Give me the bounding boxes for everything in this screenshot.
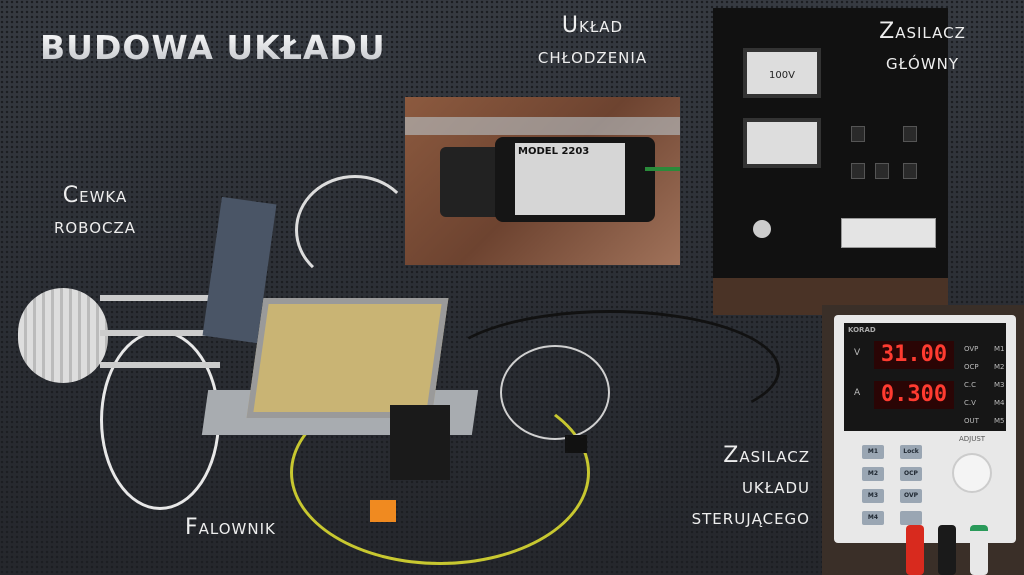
label-coil: Cewka robocza — [30, 180, 160, 242]
indicator: OVP — [964, 345, 979, 353]
switch — [903, 163, 917, 179]
ground-wire — [290, 380, 590, 565]
hose — [405, 117, 680, 135]
label-line: Cewka — [62, 183, 128, 208]
adjust-knob — [952, 453, 992, 493]
control-psu-photo: KORAD V A 31.00 0.300 OVP OCP C.C C.V OU… — [822, 305, 1024, 575]
label-main-psu: Zasilacz główny — [860, 16, 985, 78]
psu-brand: KORAD — [848, 326, 876, 334]
memory-indicator: M4 — [994, 399, 1005, 407]
switch — [851, 126, 865, 142]
current-display: 0.300 — [874, 381, 954, 409]
label-line: główny — [885, 50, 960, 75]
pump-photo: MODEL 2203 — [405, 97, 680, 265]
label-line: sterującego — [691, 505, 810, 530]
voltage-display: 31.00 — [874, 341, 954, 369]
work-coil — [18, 288, 108, 383]
fan — [390, 405, 450, 480]
switch — [875, 163, 889, 179]
label-line: Układ — [561, 13, 624, 38]
psu-button-m2: M2 — [862, 467, 884, 481]
black-terminal — [938, 525, 956, 575]
memory-indicator: M3 — [994, 381, 1005, 389]
adjust-label: ADJUST — [959, 435, 986, 443]
memory-indicator: M2 — [994, 363, 1005, 371]
slide-title: BUDOWA UKŁADU — [40, 28, 386, 67]
coil-lead — [100, 362, 220, 368]
label-line: układu — [741, 474, 810, 499]
black-wire — [440, 310, 780, 430]
voltmeter: 100V — [743, 48, 821, 98]
breaker-strip — [841, 218, 936, 248]
v-label: V — [854, 348, 861, 358]
white-wire — [295, 175, 415, 285]
psu-button-ocp: OCP — [900, 467, 922, 481]
small-module — [565, 435, 587, 453]
psu-button-m3: M3 — [862, 489, 884, 503]
label-line: chłodzenia — [537, 44, 648, 69]
pump-wire — [645, 167, 680, 171]
memory-indicator: M5 — [994, 417, 1005, 425]
psu-button-ovp: OVP — [900, 489, 922, 503]
psu-display: KORAD V A 31.00 0.300 OVP OCP C.C C.V OU… — [844, 323, 1006, 431]
indicator: C.V — [964, 399, 976, 407]
cable-gland — [753, 220, 771, 238]
pump-label: MODEL 2203 — [515, 143, 625, 215]
coil-lead — [100, 295, 220, 301]
psu-front-panel: KORAD V A 31.00 0.300 OVP OCP C.C C.V OU… — [834, 315, 1016, 575]
a-label: A — [854, 388, 861, 398]
psu-button-m4: M4 — [862, 511, 884, 525]
memory-indicator: M1 — [994, 345, 1005, 353]
connector — [370, 500, 396, 522]
white-wire — [100, 330, 220, 510]
indicator: C.C — [964, 381, 977, 389]
label-control-psu: Zasilacz układu sterującego — [620, 440, 810, 533]
label-inverter: Falownik — [185, 515, 276, 540]
coil-lead — [100, 330, 220, 336]
label-line: Zasilacz — [723, 443, 810, 468]
switch — [903, 126, 917, 142]
ammeter — [743, 118, 821, 168]
psu-button-m1: M1 — [862, 445, 884, 459]
ground-terminal — [970, 525, 988, 575]
label-line: Zasilacz — [879, 19, 966, 44]
red-terminal — [906, 525, 924, 575]
inverter-board — [246, 298, 449, 418]
label-cooling-system: Układ chłodzenia — [505, 10, 680, 72]
indicator: OCP — [964, 363, 979, 371]
switch — [851, 163, 865, 179]
psu-button-lock: Lock — [900, 445, 922, 459]
label-line: robocza — [53, 214, 137, 239]
psu-button-output — [900, 511, 922, 525]
wire-bundle — [500, 345, 610, 440]
indicator: OUT — [964, 417, 979, 425]
